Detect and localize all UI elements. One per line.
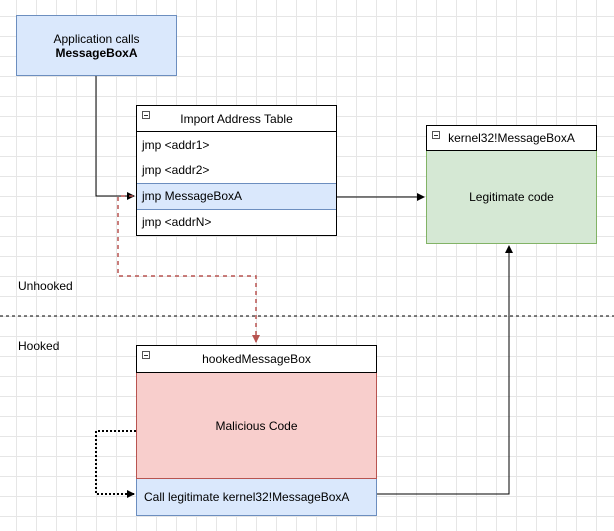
import-address-table[interactable]: Import Address Table jmp <addr1> jmp <ad… [136, 105, 337, 236]
collapse-icon[interactable] [432, 131, 440, 139]
kernel32-messageboxa-box[interactable]: kernel32!MessageBoxA Legitimate code [426, 125, 597, 244]
app-to-iat-arrow [95, 76, 135, 200]
call-to-kernel-arrow [377, 245, 513, 495]
iat-row-addrn[interactable]: jmp <addrN> [142, 215, 212, 230]
unhooked-label: Unhooked [18, 279, 73, 293]
kernel-header: kernel32!MessageBoxA [426, 125, 597, 151]
hooked-label: Hooked [18, 339, 60, 353]
iat-row-addr1[interactable]: jmp <addr1> [142, 137, 210, 152]
hooked-title: hookedMessageBox [202, 352, 311, 366]
kernel-body: Legitimate code [426, 151, 597, 244]
application-line1: Application calls [53, 31, 140, 46]
hook-redirect-arrow [117, 195, 260, 343]
hooked-messagebox-box[interactable]: hookedMessageBox Malicious Code Call leg… [136, 345, 377, 516]
kernel-title: kernel32!MessageBoxA [448, 131, 575, 145]
iat-row-addr2[interactable]: jmp <addr2> [142, 163, 210, 177]
malicious-to-call-arrow [95, 430, 136, 498]
collapse-icon[interactable] [142, 111, 150, 119]
iat-header: Import Address Table [137, 106, 336, 133]
malicious-code-section: Malicious Code [136, 373, 377, 479]
hooked-header: hookedMessageBox [136, 345, 377, 373]
collapse-icon[interactable] [142, 351, 150, 359]
iat-row-messageboxa[interactable]: jmp MessageBoxA [137, 182, 336, 210]
application-box[interactable]: Application calls MessageBoxA [16, 15, 177, 76]
call-legitimate-row[interactable]: Call legitimate kernel32!MessageBoxA [136, 479, 377, 516]
application-line2: MessageBoxA [55, 45, 138, 60]
iat-title: Import Address Table [180, 111, 293, 126]
